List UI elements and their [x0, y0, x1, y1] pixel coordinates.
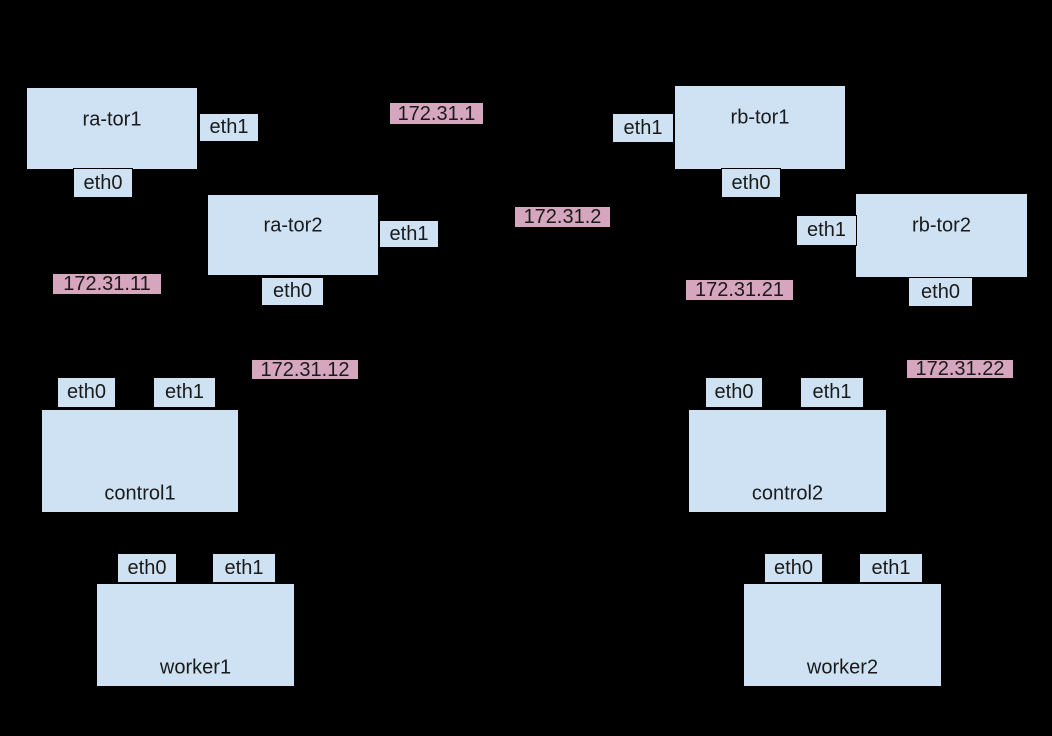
- port-rb-tor2-eth1: eth1: [796, 215, 857, 246]
- port-worker1-eth0: eth0: [117, 553, 177, 583]
- port-ra-tor1-eth0: eth0: [73, 168, 133, 198]
- node-rb-tor2: rb-tor2: [855, 193, 1028, 278]
- node-control2: control2: [688, 409, 887, 513]
- port-ra-tor2-eth0: eth0: [261, 277, 324, 306]
- ip-label-172-31-22: 172.31.22: [907, 359, 1013, 379]
- port-ra-tor2-eth1: eth1: [379, 220, 439, 248]
- port-control2-eth0: eth0: [705, 377, 763, 408]
- port-ra-tor1-eth1: eth1: [199, 113, 259, 142]
- ip-label-172-31-2: 172.31.2: [515, 207, 610, 227]
- port-worker2-eth1: eth1: [859, 553, 923, 583]
- port-rb-tor1-eth1: eth1: [612, 113, 674, 143]
- node-control1: control1: [41, 409, 239, 513]
- port-control2-eth1: eth1: [800, 377, 864, 408]
- port-rb-tor2-eth0: eth0: [908, 277, 973, 307]
- ip-label-172-31-12: 172.31.12: [252, 360, 358, 380]
- node-ra-tor2: ra-tor2: [207, 194, 379, 276]
- port-control1-eth1: eth1: [153, 377, 216, 408]
- port-control1-eth0: eth0: [57, 377, 116, 408]
- ip-label-172-31-11: 172.31.11: [53, 274, 161, 294]
- node-label: ra-tor1: [82, 108, 142, 131]
- port-rb-tor1-eth0: eth0: [721, 168, 781, 198]
- node-label: ra-tor2: [263, 214, 323, 237]
- node-ra-tor1: ra-tor1: [26, 87, 198, 170]
- node-worker1: worker1: [96, 583, 295, 687]
- port-worker1-eth1: eth1: [212, 553, 276, 583]
- ip-label-172-31-1: 172.31.1: [390, 103, 483, 124]
- node-worker2: worker2: [743, 583, 942, 687]
- node-label: rb-tor2: [912, 214, 971, 237]
- node-label: worker2: [806, 656, 879, 679]
- ip-label-172-31-21: 172.31.21: [686, 280, 793, 300]
- node-rb-tor1: rb-tor1: [674, 85, 846, 170]
- node-label: worker1: [159, 656, 232, 679]
- node-label: control2: [751, 482, 824, 505]
- port-worker2-eth0: eth0: [764, 553, 823, 583]
- node-label: rb-tor1: [730, 106, 790, 129]
- node-label: control1: [104, 482, 176, 505]
